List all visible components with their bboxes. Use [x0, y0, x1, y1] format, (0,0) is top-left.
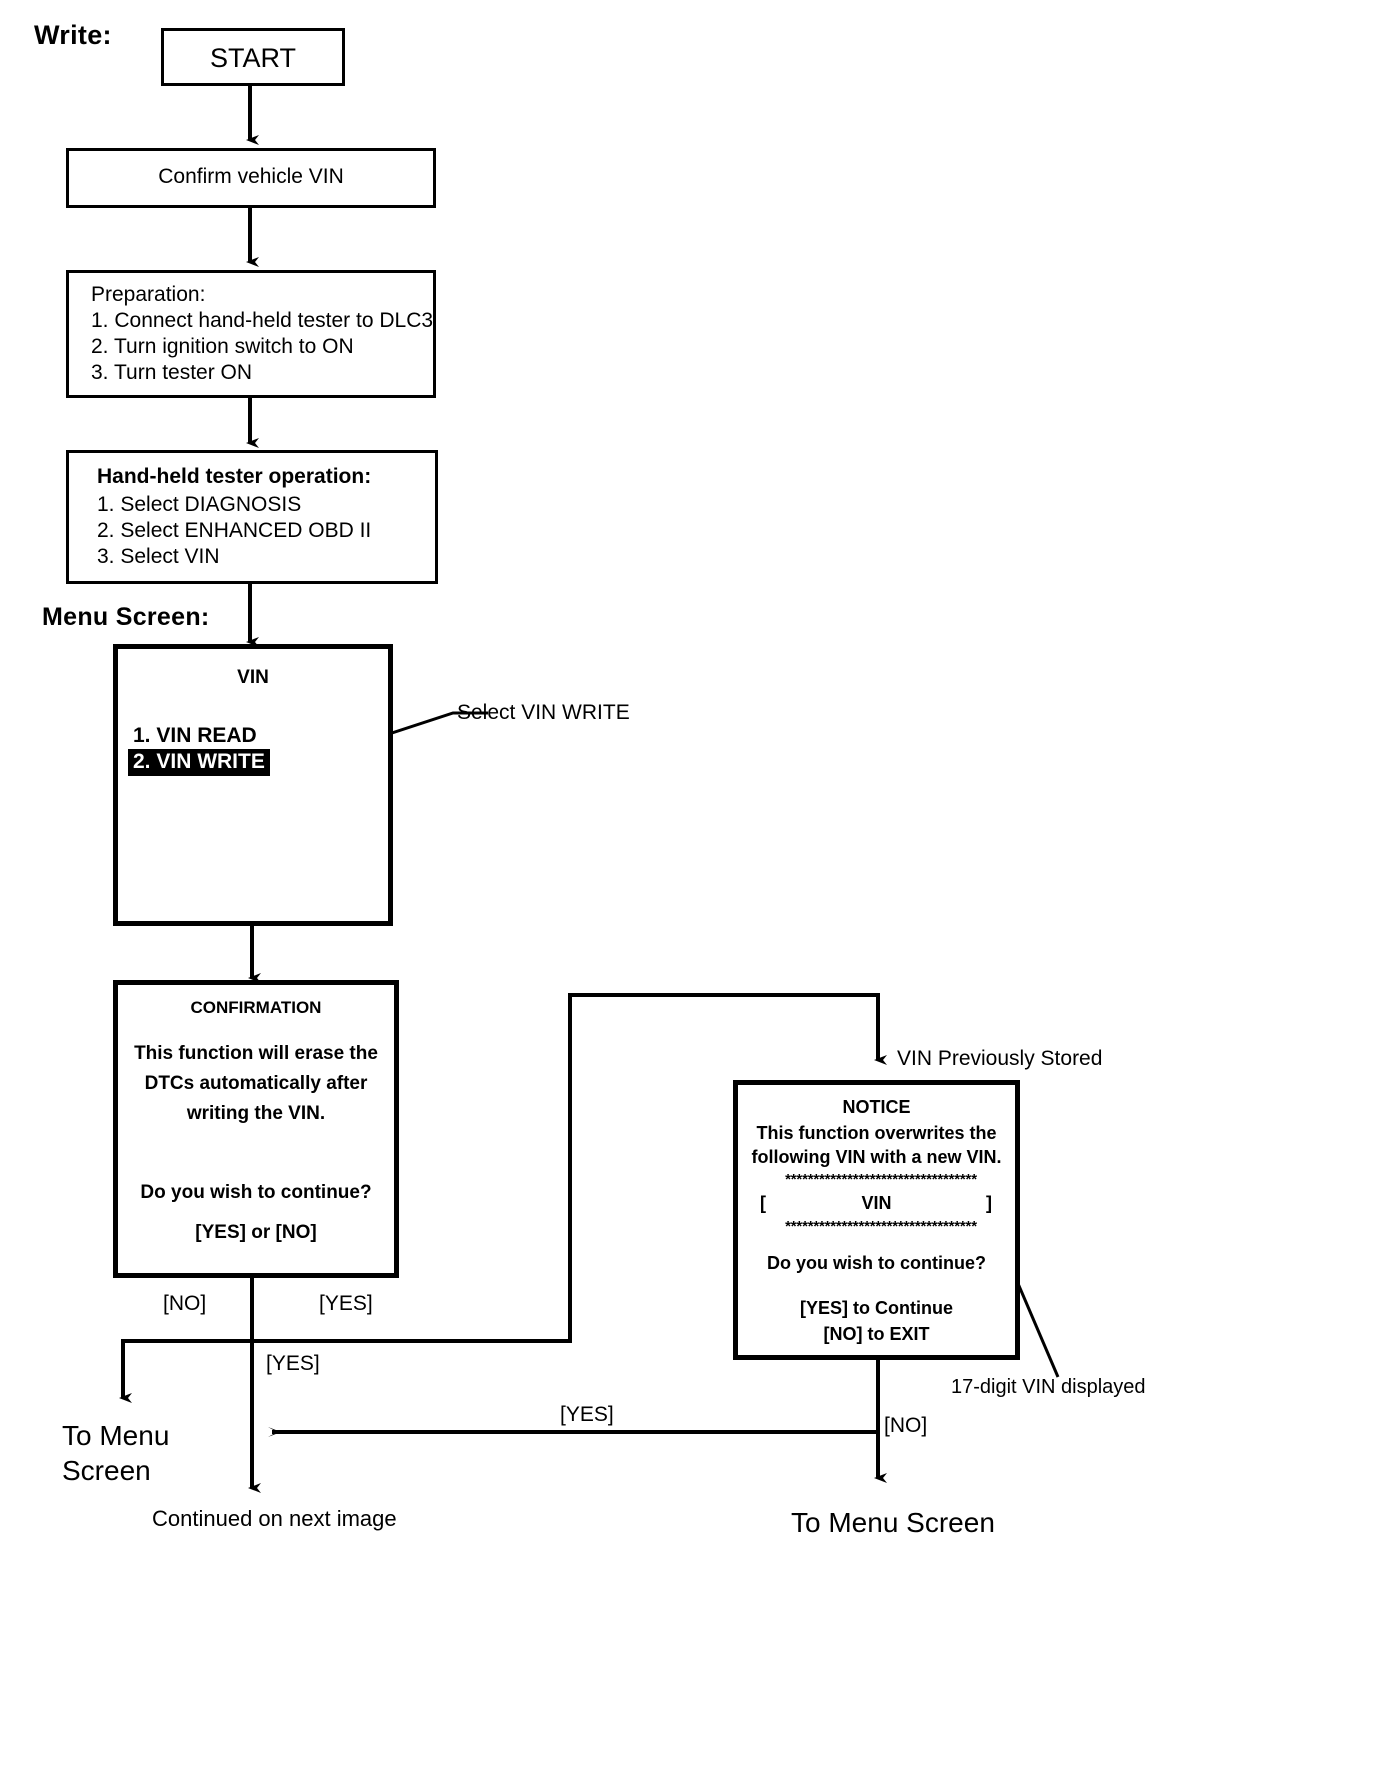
callout-vin-previously-stored: VIN Previously Stored [897, 1047, 1103, 1070]
page-title: Write: [34, 20, 112, 50]
preparation-step-1: 1. Connect hand-held tester to DLC3 [91, 309, 434, 332]
confirmation-options[interactable]: [YES] or [NO] [195, 1222, 317, 1243]
edge-yes-to-notice [252, 993, 887, 1343]
node-notice-screen: NOTICE This function overwrites the foll… [733, 1080, 1020, 1360]
confirmation-title: CONFIRMATION [190, 998, 322, 1017]
notice-vin-bracket-open: [ [760, 1193, 766, 1213]
notice-question: Do you wish to continue? [767, 1253, 986, 1273]
menu-item-vin-write[interactable]: 2. VIN WRITE [128, 749, 270, 776]
node-confirm-vin-label: Confirm vehicle VIN [158, 165, 344, 188]
notice-separator-top: ********************************** [785, 1171, 977, 1188]
node-start-label: START [209, 43, 296, 73]
tester-operation-heading: Hand-held tester operation: [97, 465, 372, 488]
edge-label-no-left: [NO] [163, 1292, 207, 1315]
callout-select-vin-write: Select VIN WRITE [457, 701, 630, 724]
node-preparation: Preparation: 1. Connect hand-held tester… [66, 270, 436, 398]
notice-title: NOTICE [842, 1097, 911, 1117]
node-start: START [161, 28, 345, 86]
notice-option-no[interactable]: [NO] to EXIT [823, 1324, 930, 1344]
edge-label-yes-return: [YES] [560, 1403, 614, 1426]
tester-operation-step-1: 1. Select DIAGNOSIS [97, 493, 302, 516]
node-confirm-vin: Confirm vehicle VIN [66, 148, 436, 208]
preparation-step-2: 2. Turn ignition switch to ON [91, 335, 354, 358]
terminal-continued-next-image: Continued on next image [152, 1506, 397, 1531]
edge-label-no-bottom: [NO] [884, 1414, 928, 1437]
callout-17-digit-vin: 17-digit VIN displayed [951, 1376, 1146, 1398]
confirmation-body-line-3: writing the VIN. [186, 1103, 326, 1124]
node-vin-menu-screen: VIN [113, 644, 393, 926]
notice-vin-value: VIN [861, 1193, 892, 1213]
node-confirmation-screen: CONFIRMATION This function will erase th… [113, 980, 399, 1278]
edge-yes-return-to-menu [268, 1385, 880, 1437]
vin-menu-title: VIN [237, 667, 269, 688]
notice-separator-bottom: ********************************** [785, 1218, 977, 1235]
preparation-step-3: 3. Turn tester ON [91, 361, 253, 384]
notice-vin-bracket-close: ] [986, 1193, 992, 1213]
edge-label-yes-right: [YES] [319, 1292, 373, 1315]
tester-operation-step-2: 2. Select ENHANCED OBD II [97, 519, 372, 542]
notice-body-line-2: following VIN with a new VIN. [751, 1147, 1002, 1167]
terminal-to-menu-screen-left-line1: To Menu [62, 1420, 170, 1451]
terminal-to-menu-screen-right: To Menu Screen [791, 1507, 995, 1538]
confirmation-body-line-1: This function will erase the [134, 1043, 378, 1064]
edge-label-yes-down: [YES] [266, 1352, 320, 1375]
preparation-heading: Preparation: [91, 283, 206, 306]
confirmation-question: Do you wish to continue? [140, 1182, 372, 1203]
menu-screen-label: Menu Screen: [42, 603, 210, 631]
terminal-to-menu-screen-left-line2: Screen [62, 1455, 151, 1486]
tester-operation-step-3: 3. Select VIN [97, 545, 220, 568]
confirmation-body-line-2: DTCs automatically after [144, 1073, 368, 1094]
notice-option-yes[interactable]: [YES] to Continue [800, 1298, 953, 1318]
menu-item-vin-read[interactable]: 1. VIN READ [133, 724, 257, 747]
node-tester-operation: Hand-held tester operation: 1. Select DI… [66, 450, 438, 584]
edge-no-to-menu-screen-left [119, 1339, 252, 1403]
notice-body-line-1: This function overwrites the [756, 1123, 997, 1143]
